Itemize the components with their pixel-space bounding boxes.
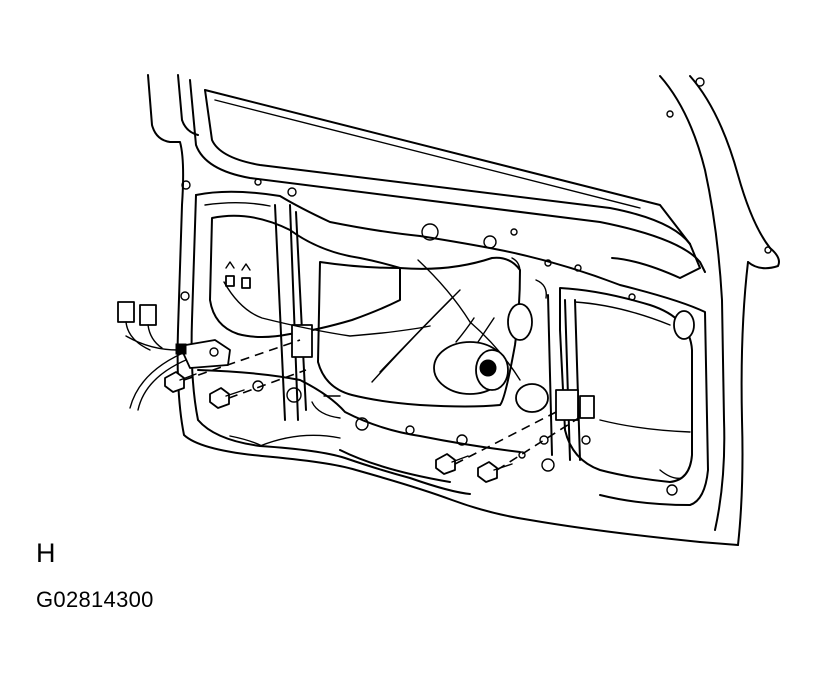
panel-details [229,257,683,480]
speaker-boss [507,303,695,413]
lower-panel-contour [197,369,521,483]
bolt-lower-right [477,461,513,483]
regulator-rail-right [547,294,595,461]
window-channel [189,79,706,279]
panel-holes [180,77,772,496]
bolt-lower-center [435,453,469,475]
regulator-rail-left [274,204,313,421]
center-opening [317,256,521,408]
regulator-motor [433,317,509,395]
harness-connectors [117,261,251,351]
inner-panel [190,190,709,506]
figure-code-label: G02814300 [36,587,154,612]
door-outer-frame [147,74,780,546]
bolt-lower-left [209,387,245,409]
alignment-lines [183,339,586,471]
right-access-hole [559,287,693,483]
left-access-hole [209,214,401,338]
bolt-upper-left [164,371,197,393]
regulator-cables [371,259,521,383]
view-letter-label: H [36,538,56,568]
harness-bracket [175,339,231,369]
